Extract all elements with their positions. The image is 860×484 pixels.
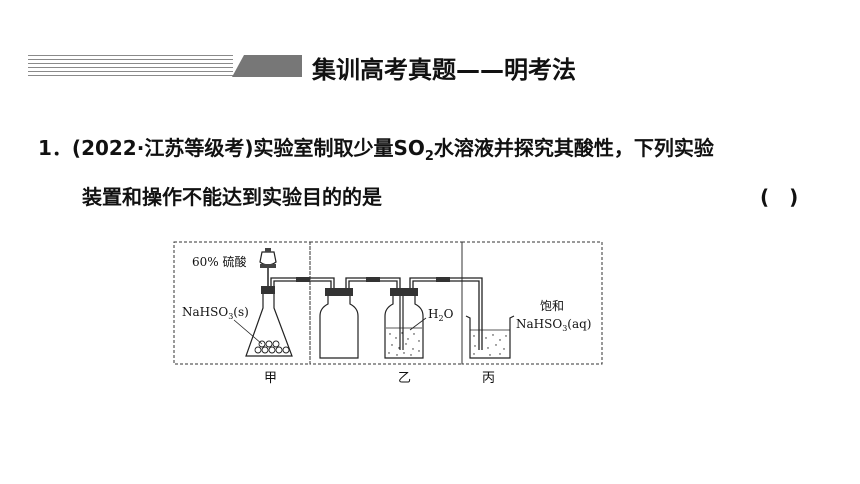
water-texture (388, 332, 420, 356)
saturated-label: 饱和 (540, 298, 564, 313)
question-source: (2022·江苏等级考) (71, 136, 254, 160)
tube-joint (296, 277, 310, 282)
solution-texture (473, 334, 507, 356)
solid-pointer (233, 319, 263, 345)
beaker (465, 315, 515, 359)
box-bing (461, 241, 603, 365)
gas-bottle-water (384, 288, 424, 359)
question-text-part2: 水溶液并探究其酸性，下列实验 (433, 136, 714, 160)
so2-formula: SO2 (393, 136, 434, 164)
question-line-2: 装置和操作不能达到实验目的的是 (82, 185, 382, 209)
water-label: H2O (428, 307, 454, 323)
solution-label: NaHSO3(aq) (516, 317, 591, 333)
separatory-funnel (259, 248, 277, 288)
question-line-1: 1．(2022·江苏等级考)实验室制取少量SO2水溶液并探究其酸性，下列实验 (38, 132, 714, 164)
section-title: 集训高考真题——明考法 (312, 56, 576, 84)
label-jia: 甲 (264, 371, 277, 386)
gas-bottle-empty (319, 288, 359, 359)
label-bing: 丙 (482, 371, 495, 386)
question-text-part1: 实验室制取少量 (253, 136, 394, 160)
answer-parentheses: ( ) (760, 185, 799, 209)
acid-label: 60% 硫酸 (192, 254, 247, 269)
header-bar-decoration (232, 55, 302, 77)
question-number: 1． (38, 136, 72, 160)
header-stripes-decoration (28, 55, 233, 77)
solid-label: NaHSO3(s) (182, 305, 249, 321)
apparatus-diagram: 60% 硫酸 NaHSO3(s) (173, 241, 603, 386)
flask-stopper (261, 286, 275, 294)
label-yi: 乙 (398, 371, 411, 386)
water-pointer (409, 317, 427, 331)
